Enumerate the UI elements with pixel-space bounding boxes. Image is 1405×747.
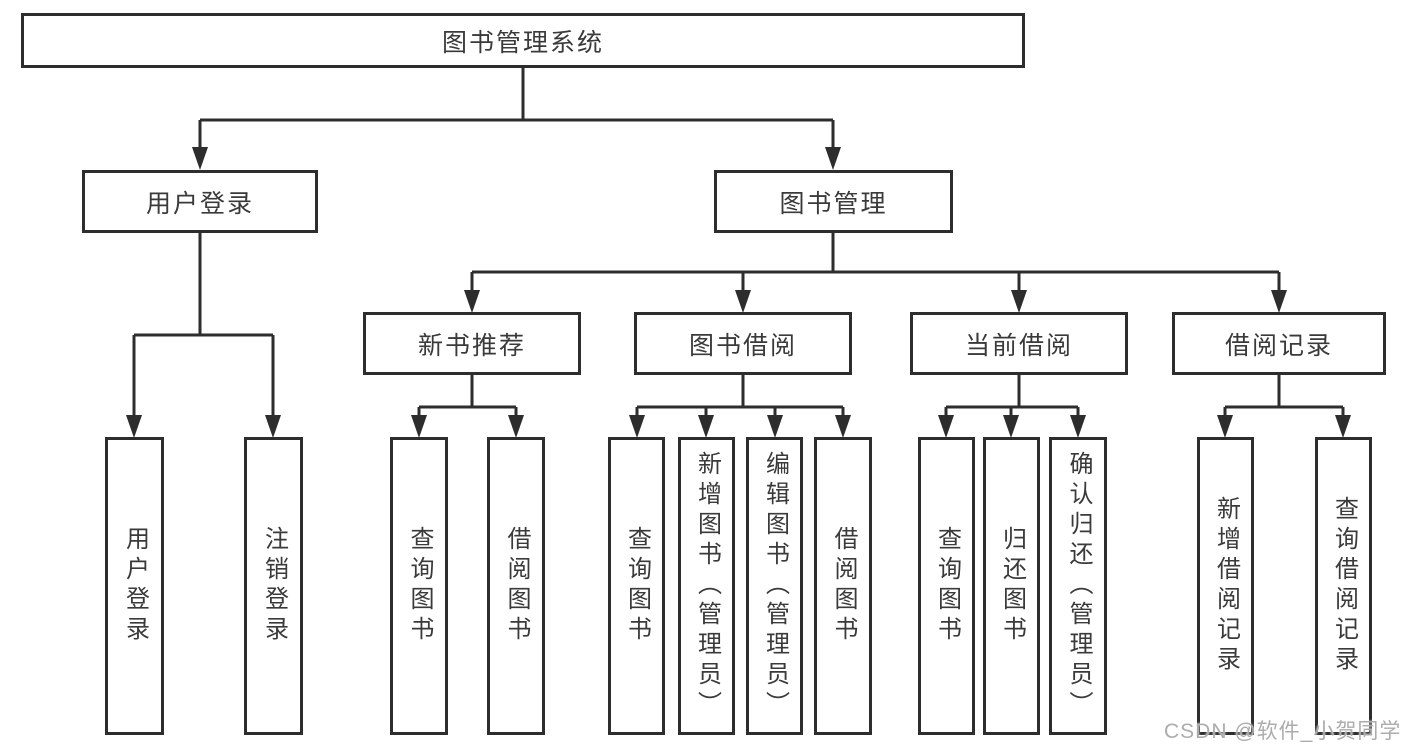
edge-root-to-level2 <box>198 68 835 148</box>
node-leaf-add-borrow-record: 新增借阅记录 <box>1197 437 1254 735</box>
node-leaf-borrow-books-borrowing: 借阅图书 <box>814 437 872 735</box>
node-leaf-query-books-borrowing: 查询图书 <box>608 437 665 735</box>
node-label: 归还图书 <box>998 526 1026 646</box>
node-leaf-logout: 注销登录 <box>244 437 303 735</box>
node-book-management: 图书管理 <box>714 170 953 233</box>
edge-user-login-to-leaves <box>132 233 275 416</box>
node-leaf-borrow-books-recommend: 借阅图书 <box>487 437 545 735</box>
edge-new-book-rec-to-leaves <box>417 375 518 416</box>
edge-borrow-records-to-leaves <box>1223 375 1345 416</box>
node-label: 用户登录 <box>145 189 254 218</box>
node-leaf-edit-books-admin: 编辑图书（管理员） <box>746 437 803 735</box>
node-label: 新增图书（管理员） <box>693 451 721 721</box>
csdn-watermark: CSDN @软件_小贺同学 <box>1164 720 1402 743</box>
node-label: 查询图书 <box>623 526 651 646</box>
node-label: 用户登录 <box>121 526 149 646</box>
node-library-system: 图书管理系统 <box>21 13 1025 68</box>
node-label: 注销登录 <box>260 526 288 646</box>
node-leaf-query-borrow-record: 查询借阅记录 <box>1315 437 1372 735</box>
node-leaf-query-books-current: 查询图书 <box>918 437 975 735</box>
node-user-login: 用户登录 <box>82 170 318 233</box>
node-label: 借阅图书 <box>830 526 857 646</box>
node-label: 查询图书 <box>933 526 961 646</box>
node-label: 查询借阅记录 <box>1330 496 1358 676</box>
node-leaf-user-login: 用户登录 <box>105 437 164 735</box>
arrowheads <box>126 147 1351 438</box>
node-label: 新书推荐 <box>417 331 526 360</box>
node-label: 查询图书 <box>406 526 433 646</box>
edge-current-borrow-to-leaves <box>944 375 1080 416</box>
node-book-borrowing: 图书借阅 <box>634 312 852 375</box>
edge-book-borrow-to-leaves <box>635 375 845 416</box>
node-label: 当前借阅 <box>964 331 1073 360</box>
node-label: 图书管理系统 <box>441 28 604 57</box>
node-current-borrowing: 当前借阅 <box>910 312 1128 375</box>
node-leaf-add-books-admin: 新增图书（管理员） <box>678 437 735 735</box>
node-label: 图书管理 <box>779 189 888 218</box>
node-borrowing-records: 借阅记录 <box>1172 312 1386 375</box>
node-leaf-query-books-recommend: 查询图书 <box>390 437 448 735</box>
node-label: 编辑图书（管理员） <box>761 451 789 721</box>
node-leaf-return-books: 归还图书 <box>983 437 1040 735</box>
node-label: 借阅记录 <box>1224 331 1333 360</box>
node-new-book-recommend: 新书推荐 <box>363 312 581 375</box>
node-label: 确认归还（管理员） <box>1065 451 1092 721</box>
node-label: 图书借阅 <box>688 331 797 360</box>
edge-book-mgmt-to-level3 <box>470 233 1281 291</box>
node-leaf-confirm-return-admin: 确认归还（管理员） <box>1049 437 1107 735</box>
node-label: 新增借阅记录 <box>1212 496 1240 676</box>
node-label: 借阅图书 <box>503 526 530 646</box>
